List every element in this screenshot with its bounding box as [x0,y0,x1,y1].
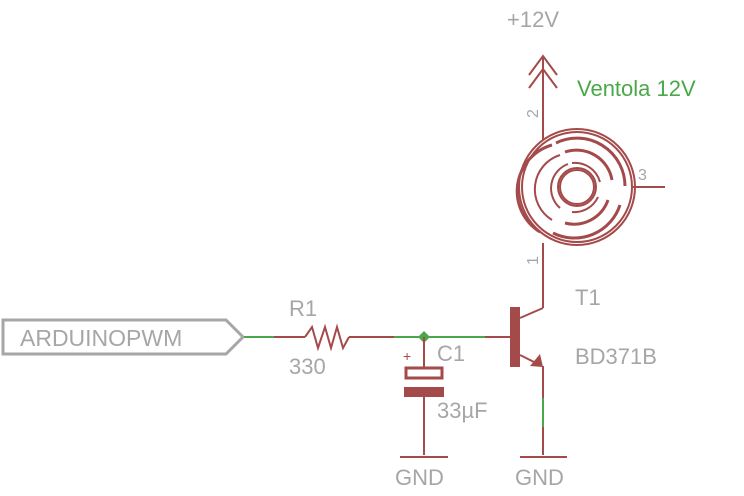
transistor-value: BD371B [575,344,657,369]
ground-label-1: GND [395,465,444,490]
capacitor-value: 33µF [437,398,488,423]
resistor-value: 330 [289,354,326,379]
transistor-name: T1 [575,285,601,310]
resistor-name: R1 [289,296,317,321]
capacitor-name: C1 [437,341,465,366]
capacitor-polarity: + [403,348,411,364]
ground-label-2: GND [515,465,564,490]
supply-arrow-icon [528,54,558,140]
fan-coil-icon [515,128,636,246]
motor-pin-1: 1 [525,256,542,265]
motor-pin-3: 3 [638,167,647,184]
motor-pin-2: 2 [525,109,542,118]
motor-label: Ventola 12V [577,76,696,101]
svg-text:ARDUINOPWM: ARDUINOPWM [20,325,182,351]
npn-transistor-icon [510,307,544,398]
resistor-icon [304,323,350,352]
arduinopwm-port[interactable]: ARDUINOPWM [1,318,246,356]
polarized-capacitor-icon [404,366,444,397]
supply-label: +12V [507,7,559,32]
